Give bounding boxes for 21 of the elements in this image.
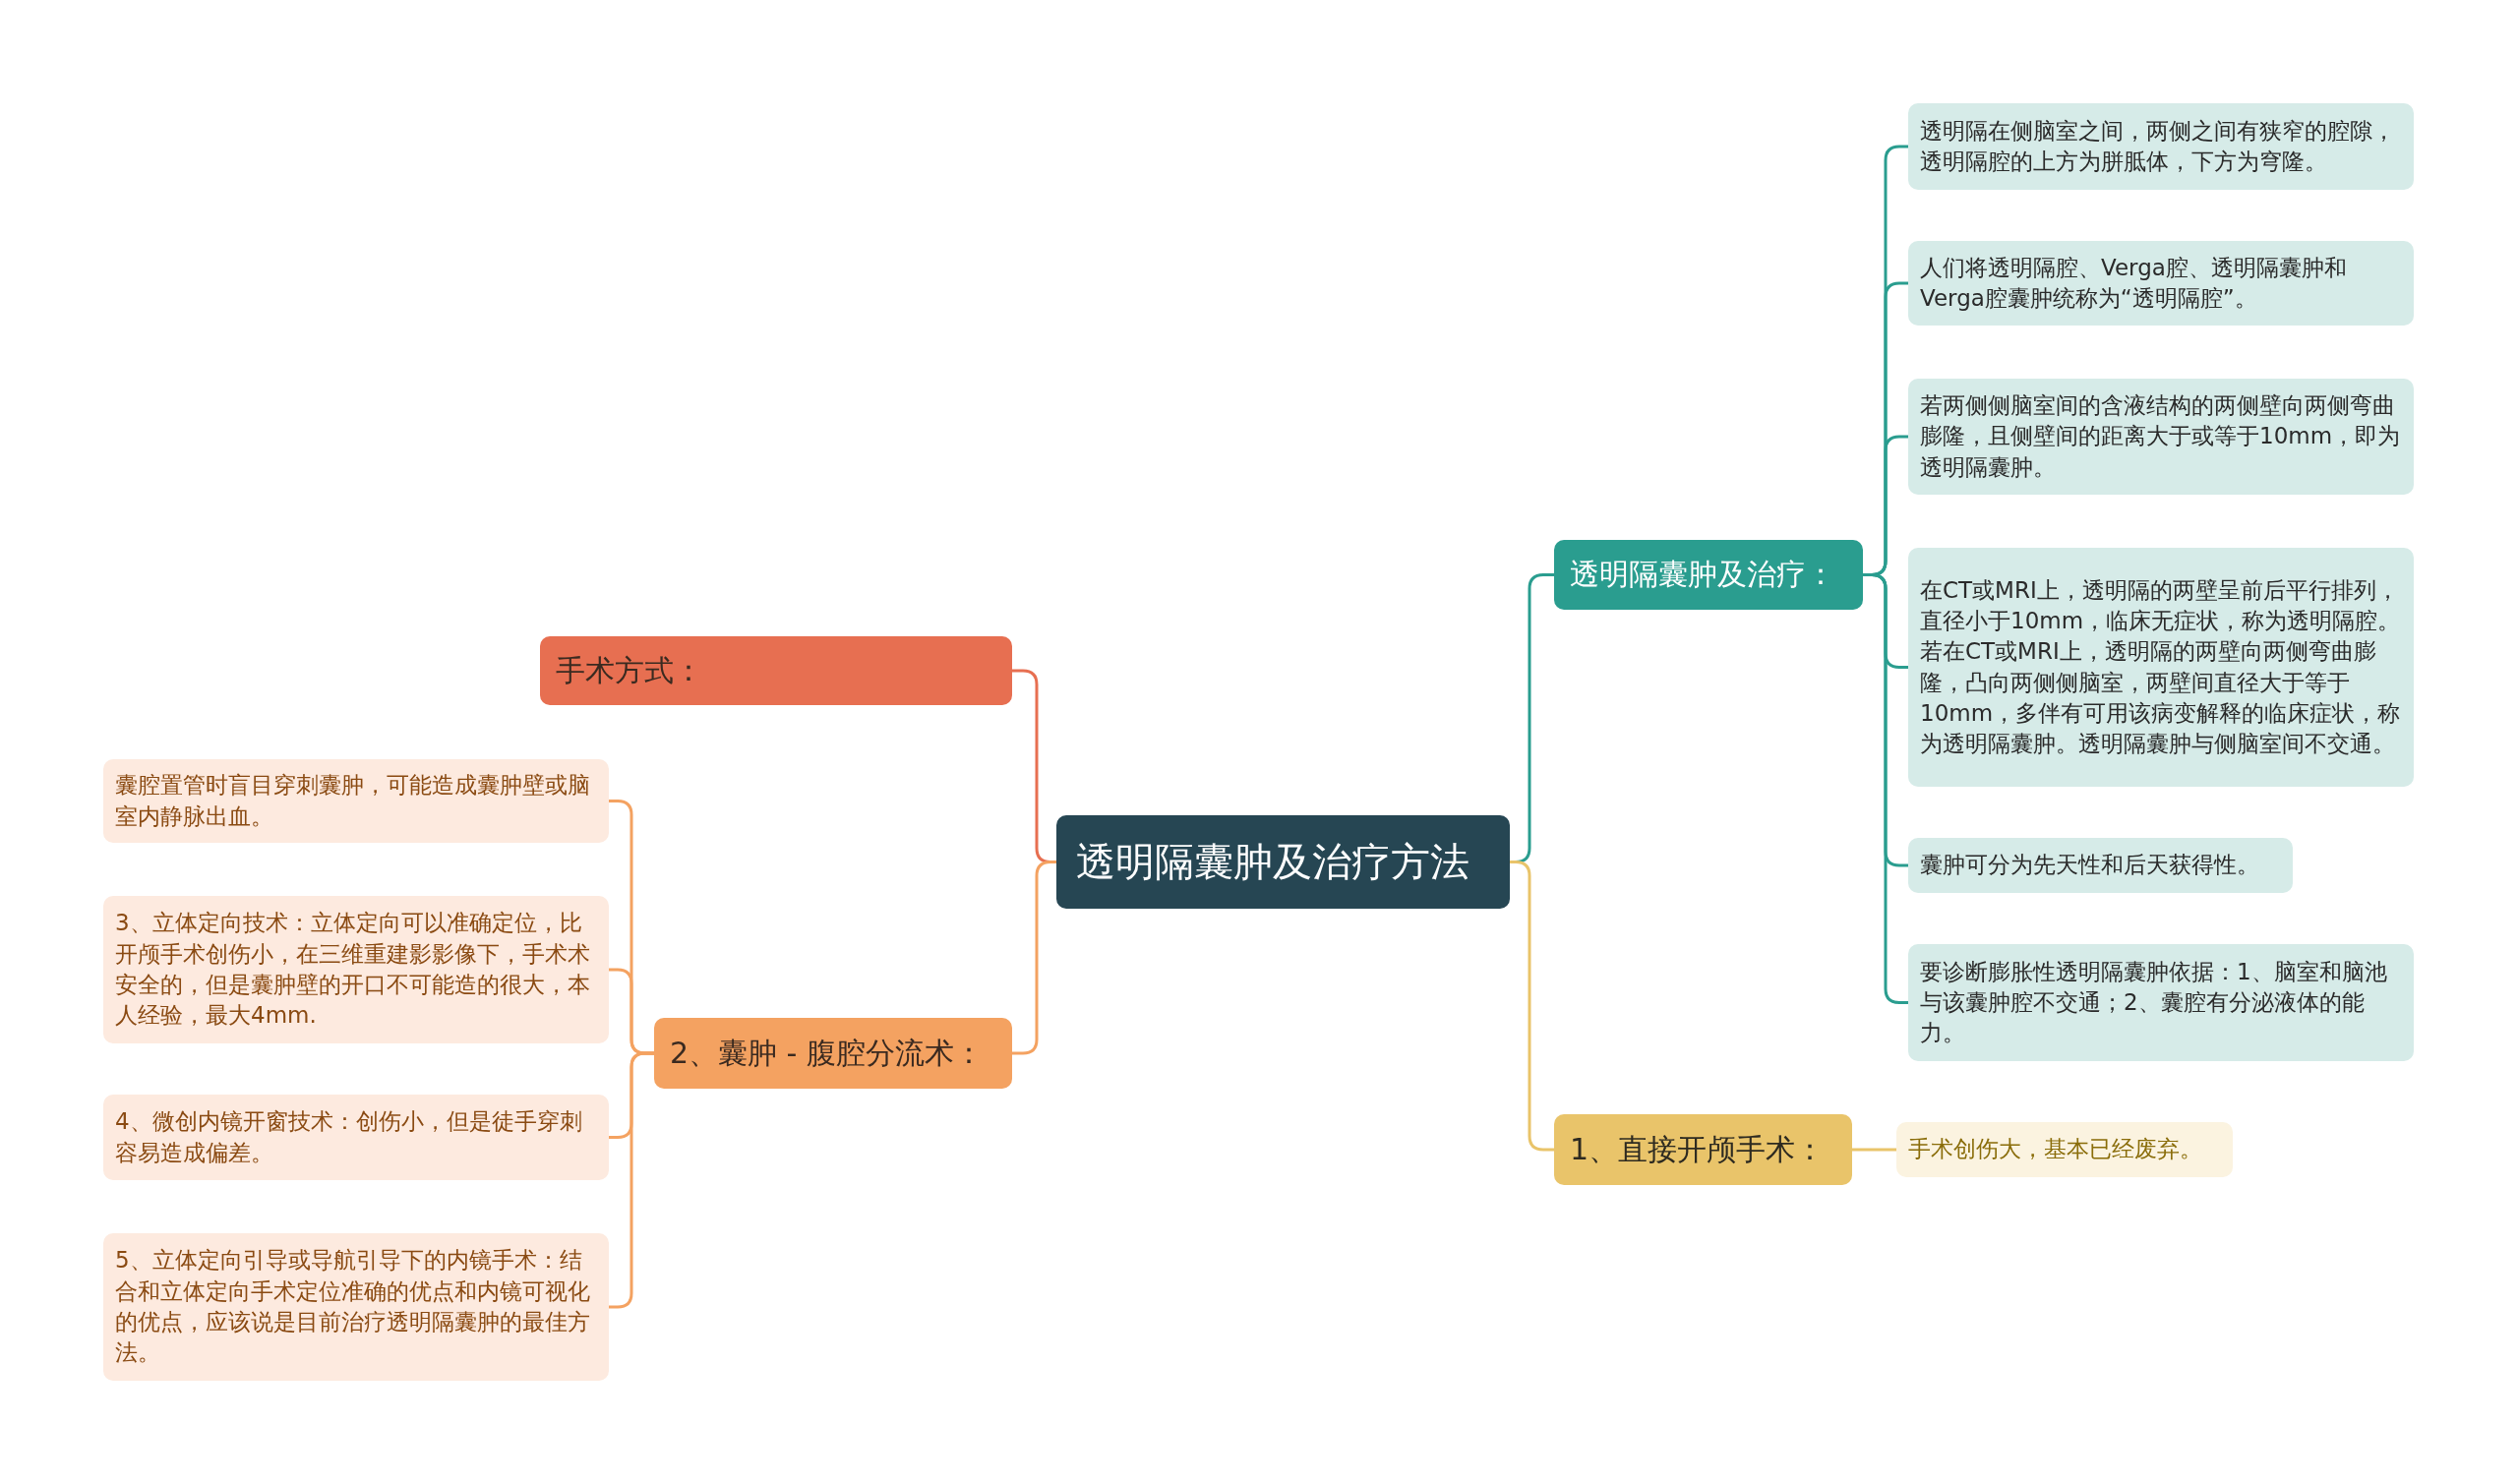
note-box: 透明隔在侧脑室之间，两侧之间有狭窄的腔隙，透明隔腔的上方为胼胝体，下方为穹隆。: [1908, 103, 2414, 190]
branch-topic-box: 手术方式：: [540, 636, 1012, 705]
note-box: 囊腔置管时盲目穿刺囊肿，可能造成囊肿壁或脑室内静脉出血。: [103, 759, 609, 843]
branch-topic-box: 2、囊肿 - 腹腔分流术：: [654, 1018, 1012, 1089]
note-box: 囊肿可分为先天性和后天获得性。: [1908, 838, 2293, 893]
note-box: 手术创伤大，基本已经废弃。: [1896, 1122, 2233, 1177]
connector-line: [1012, 861, 1056, 1055]
note-box: 要诊断膨胀性透明隔囊肿依据：1、脑室和脑池与该囊肿腔不交通；2、囊腔有分泌液体的能力。: [1908, 944, 2414, 1061]
note-box: 4、微创内镜开窗技术：创伤小，但是徒手穿刺容易造成偏差。: [103, 1095, 609, 1180]
note-box: 5、立体定向引导或导航引导下的内镜手术：结合和立体定向手术定位准确的优点和内镜可视化的优点，应该说是目前治疗透明隔囊肿的最佳方法。: [103, 1233, 609, 1381]
connector-line: [1510, 861, 1554, 1152]
note-box: 若两侧侧脑室间的含液结构的两侧壁向两侧弯曲膨隆，且侧壁间的距离大于或等于10mm，即为透明隔囊肿。: [1908, 379, 2414, 495]
connector-line: [1852, 1148, 1896, 1152]
note-box: 人们将透明隔腔、Verga腔、透明隔囊肿和Verga腔囊肿统称为“透明隔腔”。: [1908, 241, 2414, 326]
branch-topic-box: 1、直接开颅手术：: [1554, 1114, 1852, 1185]
note-box: 在CT或MRI上，透明隔的两壁呈前后平行排列，直径小于10mm，临床无症状，称为透明隔腔。若在CT或MRI上，透明隔的两壁向两侧弯曲膨隆，凸向两侧侧脑室，两壁间直径大于等于10mm，多伴有可用该病变解释的临床症状，称为透明隔囊肿。透明隔囊肿与侧脑室间不交通。: [1908, 548, 2414, 787]
connector-line: [1863, 573, 1908, 1004]
connector-line: [609, 1051, 654, 1309]
note-box: 3、立体定向技术：立体定向可以准确定位，比开颅手术创伤小，在三维重建影影像下，手术术安全的，但是囊肿壁的开口不可能造的很大，本人经验，最大4mm.: [103, 896, 609, 1043]
root-topic-box: 透明隔囊肿及治疗方法: [1056, 815, 1510, 909]
branch-topic-box: 透明隔囊肿及治疗：: [1554, 540, 1863, 610]
